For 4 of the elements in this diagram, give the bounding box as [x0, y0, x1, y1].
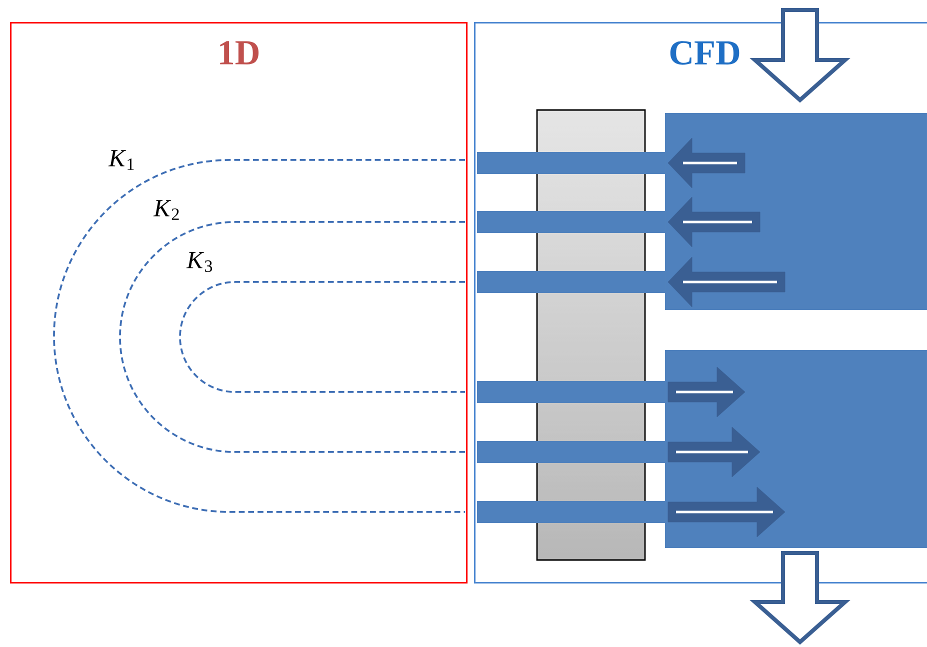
- panel-box: CFD: [474, 22, 927, 584]
- k-label: K$_{3}$: [186, 252, 212, 272]
- k-label: K$_{2}$: [153, 200, 179, 220]
- k-label: K$_{1}$: [108, 150, 134, 170]
